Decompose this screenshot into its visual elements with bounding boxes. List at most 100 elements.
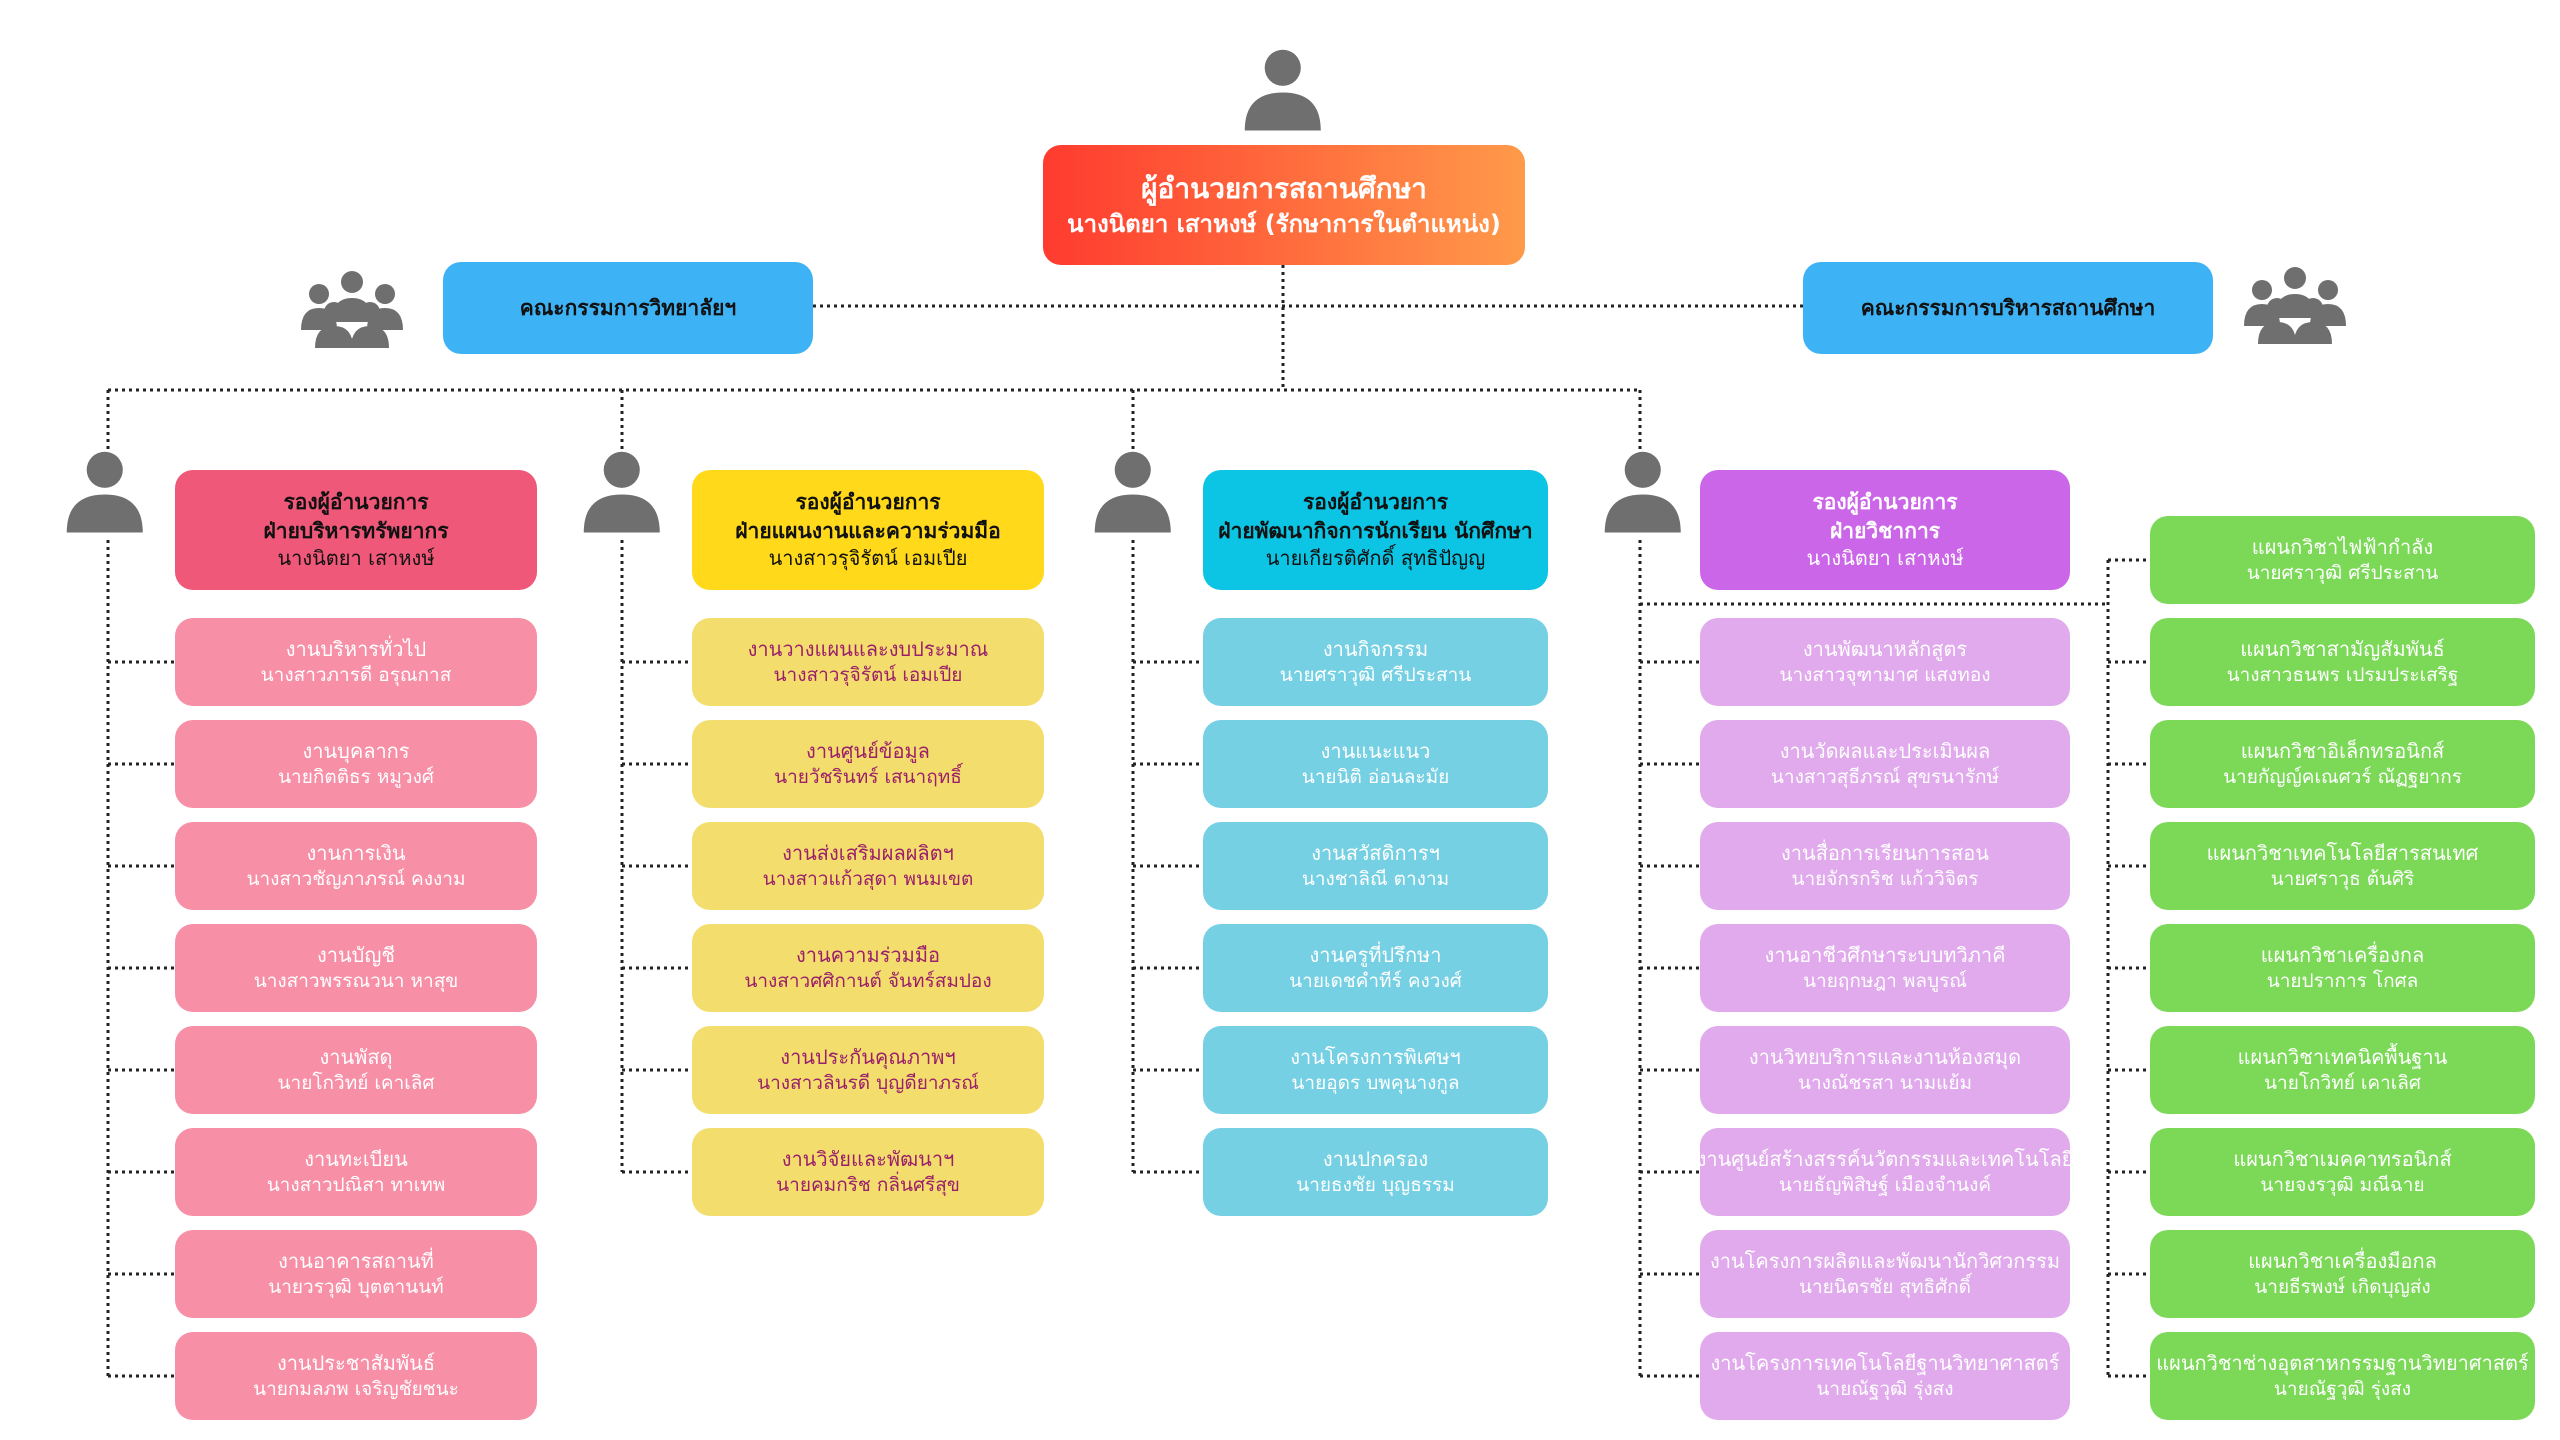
division-1-item-5-title: งานพัสดุ — [319, 1044, 393, 1069]
division-4-item-8-name: นายณัฐวุฒิ รุ่งสง — [1816, 1377, 1954, 1400]
division-2-item-2-name: นายวัชรินทร์ เสนาฤทธิ์ — [774, 765, 962, 788]
department-2: แผนกวิชาสามัญสัมพันธ์นางสาวธนพร เปรมประเ… — [2150, 618, 2535, 706]
division-2-item-5-title: งานประกันคุณภาพฯ — [780, 1044, 956, 1069]
committee-left-box: คณะกรรมการวิทยาลัยฯ — [443, 262, 813, 354]
department-4-name: นายศราวุธ ต้นศิริ — [2270, 867, 2415, 890]
department-9-name: นายณัฐวุฒิ รุ่งสง — [2273, 1377, 2412, 1400]
division-2-item-4: งานความร่วมมือนางสาวศศิกานต์ จันทร์สมปอง — [692, 924, 1044, 1012]
division-3-item-5-title: งานโครงการพิเศษฯ — [1290, 1044, 1461, 1069]
division-1-item-4-name: นางสาวพรรณวนา หาสุข — [253, 969, 459, 992]
department-7: แผนกวิชาเมคคาทรอนิกส์นายจงรวุฒิ มณีฉาย — [2150, 1128, 2535, 1216]
department-1-title: แผนกวิชาไฟฟ้ากำลัง — [2251, 534, 2434, 559]
division-4-item-5: งานวิทยบริการและงานห้องสมุดนางณัชรสา นาม… — [1700, 1026, 2070, 1114]
division-4-item-3-name: นายจักรกริช แก้ววิจิตร — [1791, 867, 1979, 890]
division-3-item-6-title: งานปกครอง — [1322, 1146, 1429, 1171]
division-1-item-6-title: งานทะเบียน — [304, 1146, 408, 1171]
division-4-head-box-name: นางนิตยา เสาหงษ์ — [1806, 545, 1964, 570]
division-1-item-1-name: นางสาวภารดี อรุณกาส — [260, 663, 452, 686]
division-3-item-3-name: นางชาลิณี ตางาม — [1301, 867, 1450, 890]
division-4-item-8-title: งานโครงการเทคโนโลยีฐานวิทยาศาสตร์ — [1710, 1350, 2060, 1375]
director-box: ผู้อำนวยการสถานศึกษานางนิตยา เสาหงษ์ (รั… — [1043, 145, 1525, 265]
division-2-item-3-name: นางสาวแก้วสุดา พนมเขต — [762, 867, 974, 890]
division-1-item-6-name: นางสาวปณิสา ทาเทพ — [266, 1173, 446, 1196]
division-4-item-6-title: งานศูนย์สร้างสรรค์นวัตกรรมและเทคโนโลยี — [1696, 1146, 2074, 1171]
division-1-item-3-name: นางสาวชัญภาภรณ์ คงงาม — [246, 867, 466, 890]
division-3-item-2-name: นายนิติ อ่อนละมัย — [1301, 765, 1450, 788]
department-8-title: แผนกวิชาเครื่องมือกล — [2248, 1248, 2437, 1273]
division-1-head-box-title: รองผู้อำนวยการ — [283, 490, 429, 515]
division-4-item-4-name: นายฤกษฎา พลบูรณ์ — [1803, 969, 1967, 992]
division-4-item-2: งานวัดผลและประเมินผลนางสาวสุธีภรณ์ สุขรน… — [1700, 720, 2070, 808]
division-1-item-5-name: นายโกวิทย์ เคาเลิศ — [277, 1071, 435, 1094]
division-2-head-box: รองผู้อำนวยการฝ่ายแผนงานและความร่วมมือนา… — [692, 470, 1044, 590]
committee-right-box-title: คณะกรรมการบริหารสถานศึกษา — [1860, 295, 2156, 320]
division-2-item-2-title: งานศูนย์ข้อมูล — [806, 738, 930, 763]
division-4-item-6: งานศูนย์สร้างสรรค์นวัตกรรมและเทคโนโลยีนา… — [1697, 1128, 2073, 1216]
division-1-item-1: งานบริหารทั่วไปนางสาวภารดี อรุณกาส — [175, 618, 537, 706]
department-8: แผนกวิชาเครื่องมือกลนายธีรพงษ์ เกิดบุญส่… — [2150, 1230, 2535, 1318]
division-4-item-7-name: นายนิตรชัย สุทธิศักดิ์ — [1798, 1275, 1971, 1298]
division-2-item-1-title: งานวางแผนและงบประมาณ — [747, 636, 989, 661]
division-3-item-6-name: นายธงชัย บุญธรรม — [1296, 1173, 1455, 1196]
department-5-title: แผนกวิชาเครื่องกล — [2260, 942, 2425, 967]
committee-right-box: คณะกรรมการบริหารสถานศึกษา — [1803, 262, 2213, 354]
division-2-item-4-name: นางสาวศศิกานต์ จันทร์สมปอง — [744, 969, 992, 992]
department-7-title: แผนกวิชาเมคคาทรอนิกส์ — [2233, 1146, 2452, 1171]
division-4-head-box: รองผู้อำนวยการฝ่ายวิชาการนางนิตยา เสาหงษ… — [1700, 470, 2070, 590]
division-4-item-4-title: งานอาชีวศึกษาระบบทวิภาคี — [1764, 942, 2006, 967]
division-3-item-6: งานปกครองนายธงชัย บุญธรรม — [1203, 1128, 1548, 1216]
division-2-item-6-name: นายคมกริช กลิ่นศรีสุข — [776, 1173, 960, 1196]
division-2-head-box-name: นางสาวรุจิรัตน์ เอมเปีย — [768, 545, 968, 570]
department-7-name: นายจงรวุฒิ มณีฉาย — [2260, 1173, 2425, 1196]
department-1-name: นายศราวุฒิ ศรีประสาน — [2246, 561, 2439, 584]
division-2-item-5: งานประกันคุณภาพฯนางสาวลินรดี บุญดียาภรณ์ — [692, 1026, 1044, 1114]
division-2-head-box-title-line2: ฝ่ายแผนงานและความร่วมมือ — [735, 518, 1001, 543]
division-1-head-box-title-line2: ฝ่ายบริหารทรัพยากร — [263, 518, 449, 543]
director-box-name: นางนิตยา เสาหงษ์ (รักษาการในตำแหน่ง) — [1067, 209, 1501, 238]
division-1-item-3: งานการเงินนางสาวชัญภาภรณ์ คงงาม — [175, 822, 537, 910]
division-3-item-4-name: นายเดชคำทีร์ คงวงศ์ — [1289, 969, 1462, 992]
division-1-item-7-name: นายวรวุฒิ บุตตานนท์ — [268, 1275, 444, 1298]
division-2-item-3-title: งานส่งเสริมผลผลิตฯ — [782, 840, 954, 865]
division-4-head-box-title: รองผู้อำนวยการ — [1812, 490, 1958, 515]
committee-left-box-title: คณะกรรมการวิทยาลัยฯ — [519, 295, 737, 320]
division-1-head-person-icon — [62, 447, 148, 533]
division-3-head-box-title: รองผู้อำนวยการ — [1302, 490, 1449, 515]
division-4-item-1-title: งานพัฒนาหลักสูตร — [1802, 636, 1968, 661]
division-4-head-person-icon — [1600, 447, 1686, 533]
division-4-item-8: งานโครงการเทคโนโลยีฐานวิทยาศาสตร์นายณัฐว… — [1700, 1332, 2070, 1420]
department-6-name: นายโกวิทย์ เคาเลิศ — [2264, 1071, 2421, 1094]
division-1-head-box: รองผู้อำนวยการฝ่ายบริหารทรัพยากรนางนิตยา… — [175, 470, 537, 590]
division-2-item-1-name: นางสาวรุจิรัตน์ เอมเปีย — [773, 663, 963, 686]
division-1-item-2-title: งานบุคลากร — [302, 738, 410, 763]
division-3-head-box-name: นายเกียรติศักดิ์ สุทธิปัญญ — [1265, 545, 1486, 570]
department-5-name: นายปราการ โกศล — [2266, 969, 2419, 992]
division-3-item-3-title: งานสวัสดิการฯ — [1311, 840, 1440, 865]
department-3-title: แผนกวิชาอิเล็กทรอนิกส์ — [2240, 738, 2445, 763]
department-3-name: นายกัญญ์คเณศวร์ ณัฏฐยากร — [2223, 765, 2462, 788]
division-2-head-box-title: รองผู้อำนวยการ — [795, 490, 941, 515]
committee-left-group-icon — [297, 268, 407, 348]
division-4-item-7: งานโครงการผลิตและพัฒนานักวิศวกรรมนายนิตร… — [1700, 1230, 2070, 1318]
director-box-title: ผู้อำนวยการสถานศึกษา — [1141, 171, 1427, 205]
department-9: แผนกวิชาช่างอุตสาหกรรมฐานวิทยาศาสตร์นายณ… — [2150, 1332, 2535, 1420]
division-2-item-4-title: งานความร่วมมือ — [795, 942, 941, 967]
division-4-item-6-name: นายธัญพิสิษฐ์ เมืองจำนงค์ — [1778, 1173, 1992, 1196]
division-1-item-7-title: งานอาคารสถานที่ — [278, 1248, 434, 1273]
division-3-item-4: งานครูที่ปรึกษานายเดชคำทีร์ คงวงศ์ — [1203, 924, 1548, 1012]
division-4-item-4: งานอาชีวศึกษาระบบทวิภาคีนายฤกษฎา พลบูรณ์ — [1700, 924, 2070, 1012]
division-1-item-4-title: งานบัญชี — [317, 942, 395, 967]
division-3-item-3: งานสวัสดิการฯนางชาลิณี ตางาม — [1203, 822, 1548, 910]
division-2-item-6: งานวิจัยและพัฒนาฯนายคมกริช กลิ่นศรีสุข — [692, 1128, 1044, 1216]
department-5: แผนกวิชาเครื่องกลนายปราการ โกศล — [2150, 924, 2535, 1012]
division-4-item-5-name: นางณัชรสา นามแย้ม — [1797, 1071, 1973, 1094]
division-2-item-2: งานศูนย์ข้อมูลนายวัชรินทร์ เสนาฤทธิ์ — [692, 720, 1044, 808]
committee-right-group-icon — [2240, 264, 2350, 344]
division-3-head-person-icon — [1090, 447, 1176, 533]
department-6-title: แผนกวิชาเทคนิคพื้นฐาน — [2237, 1044, 2448, 1069]
department-4: แผนกวิชาเทคโนโลยีสารสนเทศนายศราวุธ ต้นศิ… — [2150, 822, 2535, 910]
division-4-item-2-name: นางสาวสุธีภรณ์ สุขรนารักษ์ — [1770, 765, 2000, 788]
department-6: แผนกวิชาเทคนิคพื้นฐานนายโกวิทย์ เคาเลิศ — [2150, 1026, 2535, 1114]
division-1-item-8-name: นายกมลภพ เจริญชัยชนะ — [253, 1377, 459, 1400]
division-1-item-2-name: นายกิตติธร หมูวงศ์ — [278, 765, 434, 788]
